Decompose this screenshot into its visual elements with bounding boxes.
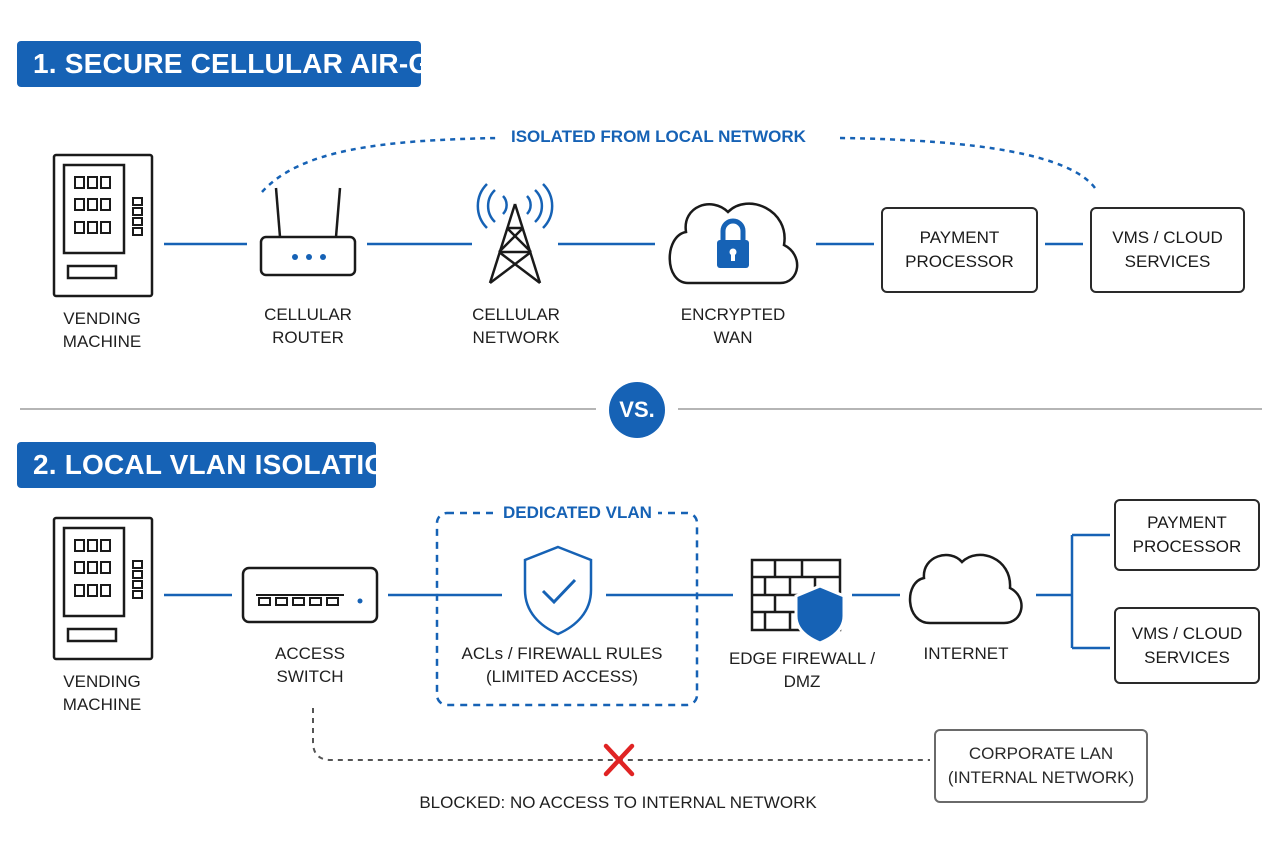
label-vending-machine-1: VENDING MACHINE bbox=[62, 309, 142, 351]
blocked-label: BLOCKED: NO ACCESS TO INTERNAL NETWORK bbox=[419, 793, 817, 812]
isolated-label: ISOLATED FROM LOCAL NETWORK bbox=[511, 127, 806, 146]
firewall-icon bbox=[750, 558, 846, 645]
blocked-x-icon bbox=[603, 743, 635, 777]
label-encrypted-wan: ENCRYPTED WAN bbox=[680, 305, 786, 347]
vms-cloud-box-2: VMS / CLOUD SERVICES bbox=[1114, 607, 1260, 684]
switch-icon bbox=[241, 566, 379, 624]
corporate-lan-box: CORPORATE LAN (INTERNAL NETWORK) bbox=[934, 729, 1148, 803]
cell-tower-icon bbox=[476, 183, 554, 284]
vms-cloud-box-1: VMS / CLOUD SERVICES bbox=[1090, 207, 1245, 293]
vending-machine-icon bbox=[52, 516, 154, 661]
router-icon bbox=[259, 187, 357, 277]
section2-title: 2. LOCAL VLAN ISOLATION bbox=[17, 442, 407, 488]
vending-machine-icon bbox=[52, 153, 154, 298]
isolation-arc-left bbox=[261, 136, 501, 193]
isolation-arc-right bbox=[839, 136, 1096, 189]
dedicated-vlan-label: DEDICATED VLAN bbox=[497, 503, 658, 523]
section1-title: 1. SECURE CELLULAR AIR-GAP bbox=[17, 41, 469, 87]
vs-badge: VS. bbox=[609, 382, 665, 438]
shield-check-icon bbox=[523, 545, 593, 636]
label-cellular-router: CELLULAR ROUTER bbox=[264, 305, 352, 347]
label-access-switch: ACCESS SWITCH bbox=[275, 644, 345, 686]
blocked-path bbox=[312, 708, 930, 761]
payment-processor-box-1: PAYMENT PROCESSOR bbox=[881, 207, 1038, 293]
label-vending-machine-2: VENDING MACHINE bbox=[62, 672, 142, 714]
label-internet: INTERNET bbox=[923, 644, 1009, 663]
section1-connectors bbox=[164, 136, 1096, 246]
label-acls: ACLs / FIREWALL RULES (LIMITED ACCESS) bbox=[461, 644, 663, 686]
cloud-icon bbox=[908, 553, 1023, 625]
label-cellular-network: CELLULAR NETWORK bbox=[472, 305, 560, 347]
lock-cloud-icon bbox=[668, 202, 799, 285]
section2-connectors bbox=[164, 533, 1110, 650]
payment-processor-box-2: PAYMENT PROCESSOR bbox=[1114, 499, 1260, 571]
label-edge-firewall: EDGE FIREWALL / DMZ bbox=[728, 649, 876, 691]
